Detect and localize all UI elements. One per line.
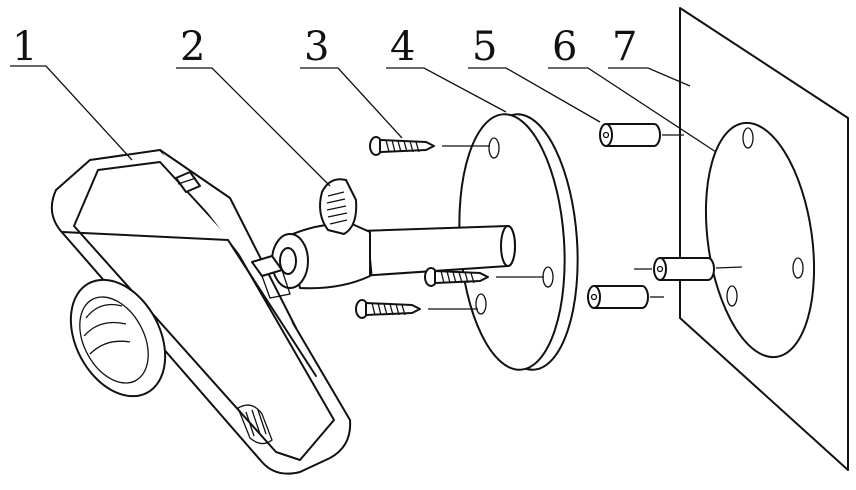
- camera-body: [52, 150, 350, 474]
- callout-5: 5: [472, 24, 497, 70]
- locking-knob: [320, 179, 356, 234]
- callout-6: 6: [552, 24, 577, 70]
- callout-1: 1: [12, 24, 37, 70]
- callout-7: 7: [612, 24, 637, 70]
- callout-4: 4: [390, 24, 415, 70]
- callout-3: 3: [304, 24, 329, 70]
- callout-labels: 1 2 3 4 5 6 7: [12, 24, 637, 70]
- callout-2: 2: [180, 24, 205, 70]
- wall-anchor-top: [600, 124, 684, 146]
- wall-panel: [680, 8, 848, 470]
- swivel-joint: [272, 224, 370, 289]
- wall-anchor-bottom: [588, 286, 664, 308]
- screw-bottom: [356, 300, 478, 318]
